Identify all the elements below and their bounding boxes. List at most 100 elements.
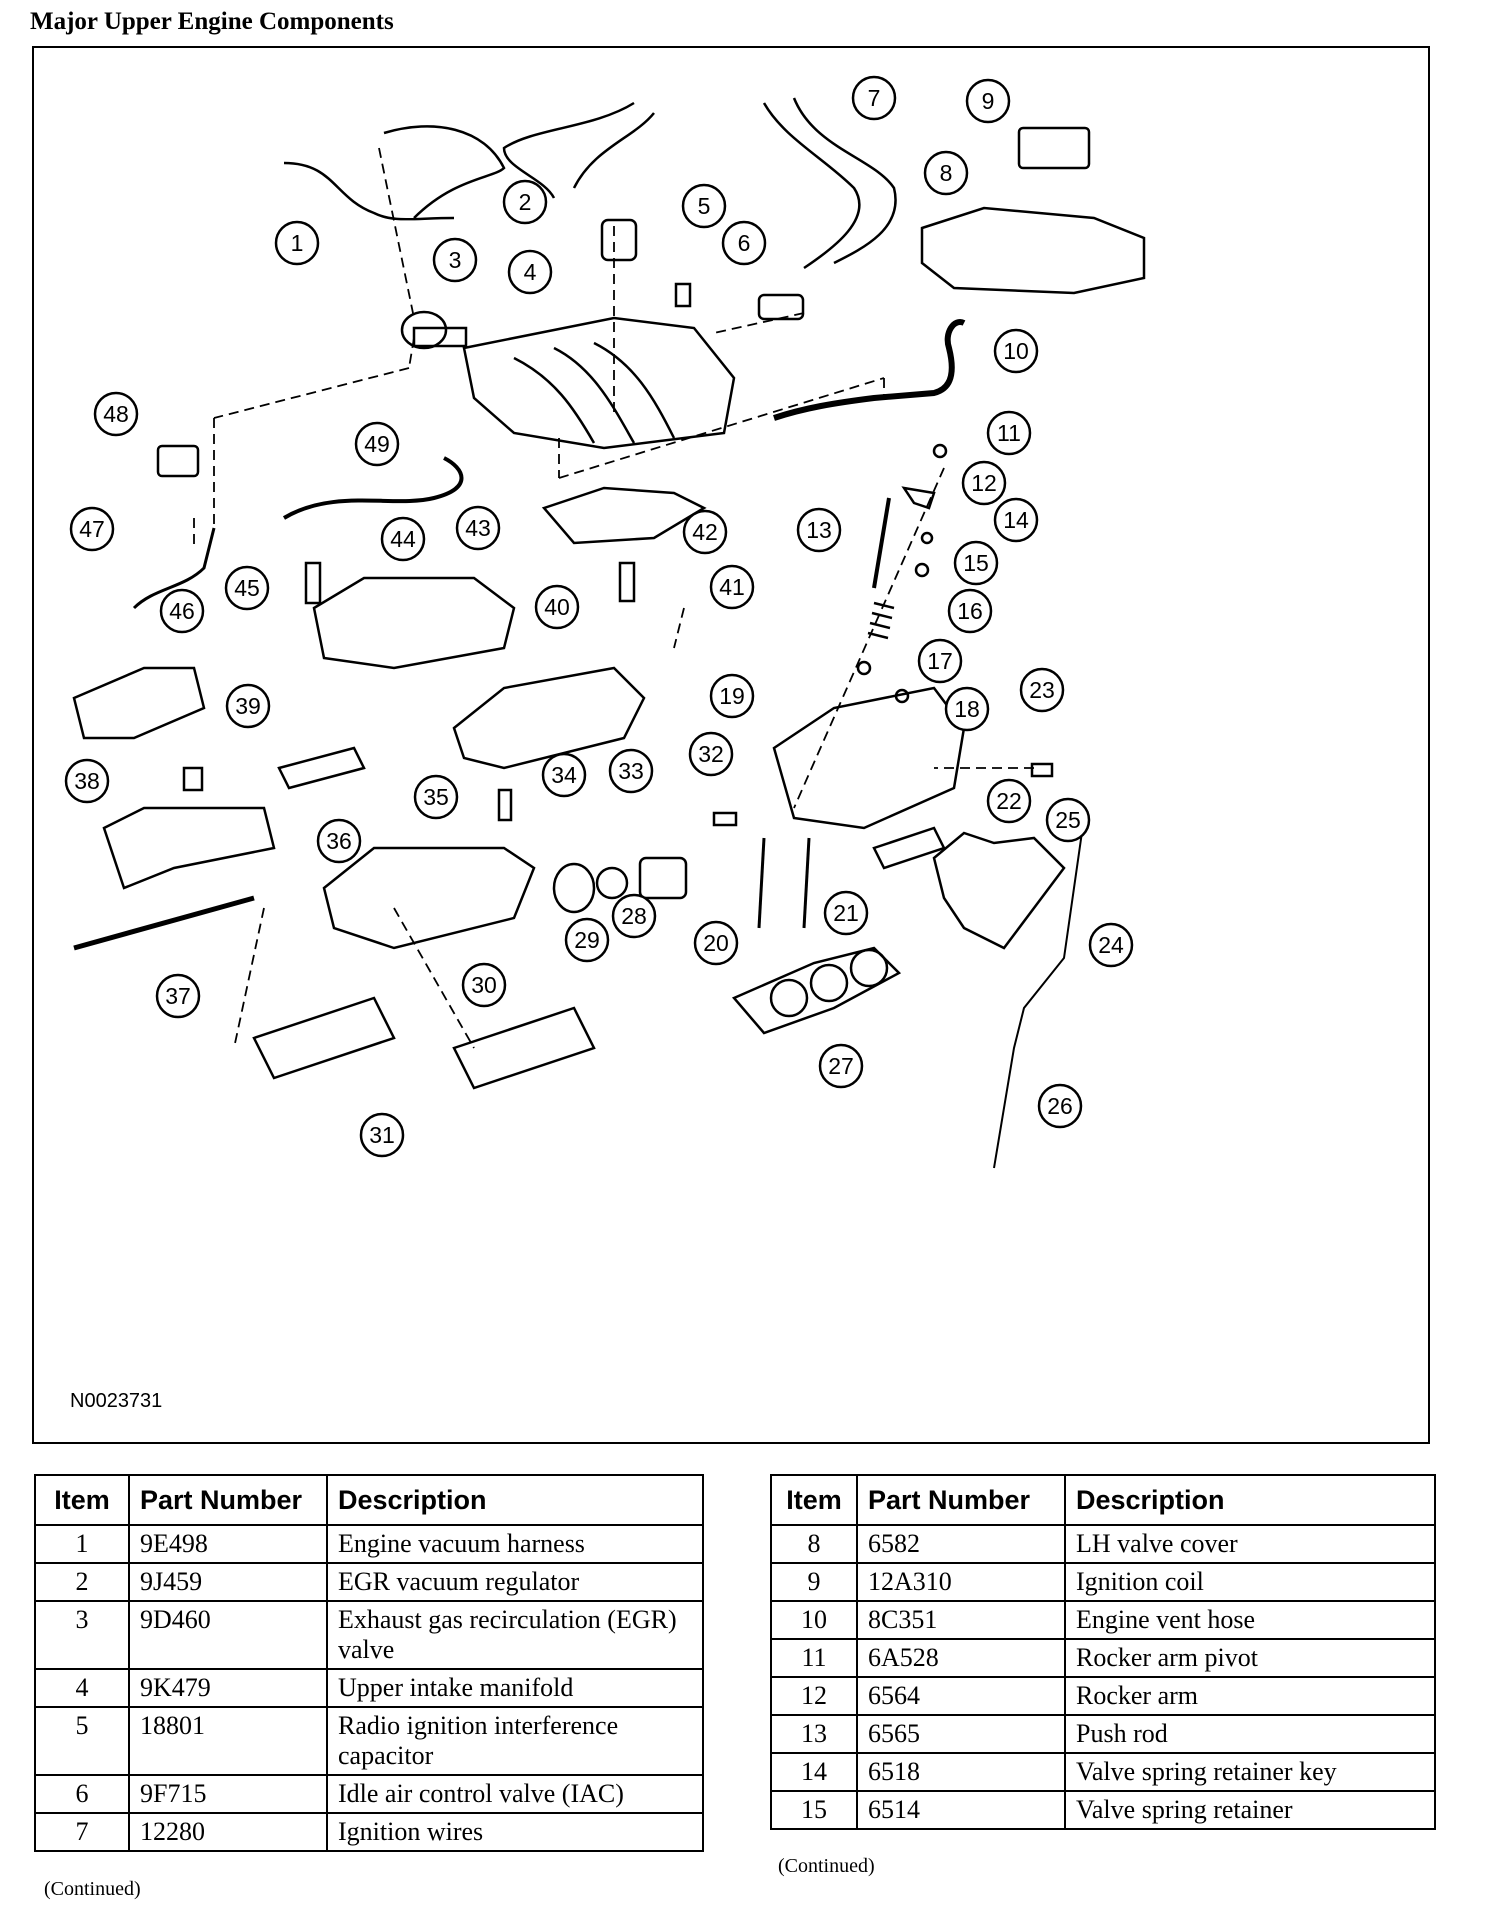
callout-circle — [159, 588, 205, 634]
callout-19: 19 — [709, 673, 755, 719]
callout-circle — [682, 509, 728, 555]
vacuum-hose-shape — [132, 527, 216, 610]
callout-number: 24 — [1098, 932, 1124, 958]
lh-exhaust-gasket-shape — [277, 746, 366, 790]
callout-circle — [709, 673, 755, 719]
callout-number: 13 — [806, 517, 832, 543]
callout-number: 5 — [698, 193, 711, 219]
callout-number: 47 — [79, 516, 105, 542]
callout-39: 39 — [225, 683, 271, 729]
callout-47: 47 — [69, 506, 115, 552]
pcv-hose-shape — [282, 456, 464, 520]
callout-number: 35 — [423, 784, 449, 810]
description-cell: Upper intake manifold — [326, 1668, 704, 1708]
description-cell: Radio ignition interference capacitor — [326, 1706, 704, 1776]
part-number-cell: 6A528 — [856, 1638, 1066, 1678]
callout-circle — [461, 962, 507, 1008]
callout-number: 11 — [997, 420, 1021, 446]
callout-33: 33 — [608, 748, 654, 794]
description-cell: Exhaust gas recirculation (EGR) valve — [326, 1600, 704, 1670]
callout-16: 16 — [947, 588, 993, 634]
callout-number: 22 — [996, 788, 1022, 814]
callout-circle — [944, 686, 990, 732]
egr-valve-shape — [400, 310, 448, 350]
callout-number: 18 — [954, 696, 980, 722]
thermostat-shape — [595, 866, 629, 900]
part-number-cell: 12A310 — [856, 1562, 1066, 1602]
callout-38: 38 — [64, 758, 110, 804]
vacuum-harness-shape — [283, 125, 506, 221]
callout-circle — [993, 497, 1039, 543]
callout-circle — [455, 505, 501, 551]
item-cell: 3 — [34, 1600, 130, 1670]
callout-number: 37 — [165, 983, 191, 1009]
callout-15: 15 — [953, 540, 999, 586]
callout-number: 8 — [940, 160, 953, 186]
callout-8: 8 — [923, 150, 969, 196]
callout-number: 48 — [103, 401, 129, 427]
callout-3: 3 — [432, 237, 478, 283]
callout-14: 14 — [993, 497, 1039, 543]
description-cell: Valve spring retainer — [1064, 1790, 1436, 1830]
part-number-cell: 9D460 — [128, 1600, 328, 1670]
callout-40: 40 — [534, 584, 580, 630]
callout-2: 2 — [502, 179, 548, 225]
fuel-rail-shape — [541, 486, 707, 545]
engine-vent-hose-shape — [773, 319, 966, 421]
upper-intake-manifold-shape — [462, 316, 736, 450]
oil-filler-cap-shape — [1030, 762, 1054, 778]
callout-circle — [534, 584, 580, 630]
callout-circle — [818, 1043, 864, 1089]
callout-number: 3 — [449, 247, 462, 273]
callout-circle — [316, 818, 362, 864]
callout-circle — [1019, 667, 1065, 713]
rh-exhaust-gasket-shape — [872, 826, 946, 870]
table-header-row: Item Part Number Description — [34, 1474, 704, 1526]
callout-number: 34 — [551, 762, 577, 788]
callout-number: 12 — [971, 470, 997, 496]
callout-number: 26 — [1047, 1093, 1073, 1119]
item-cell: 2 — [34, 1562, 130, 1602]
callout-circle — [413, 774, 459, 820]
item-cell: 14 — [770, 1752, 858, 1792]
egr-regulator-shape — [600, 218, 638, 262]
description-cell: Valve spring retainer key — [1064, 1752, 1436, 1792]
callout-1: 1 — [274, 220, 320, 266]
item-cell: 11 — [770, 1638, 858, 1678]
callout-number: 29 — [574, 927, 600, 953]
description-cell: Engine vacuum harness — [326, 1524, 704, 1564]
callout-circle — [993, 328, 1039, 374]
ignition-wires-shape — [502, 97, 897, 270]
oil-dipstick-shape — [993, 817, 1085, 1169]
callout-48: 48 — [93, 391, 139, 437]
callout-number: 33 — [618, 758, 644, 784]
callout-37: 37 — [155, 973, 201, 1019]
callout-circle — [709, 564, 755, 610]
part-number-cell: 6582 — [856, 1524, 1066, 1564]
temp-sender-shape — [712, 811, 738, 827]
callout-circle — [380, 516, 426, 562]
callout-27: 27 — [818, 1043, 864, 1089]
callout-44: 44 — [380, 516, 426, 562]
callout-31: 31 — [359, 1112, 405, 1158]
callout-circle — [502, 179, 548, 225]
description-cell: LH valve cover — [1064, 1524, 1436, 1564]
callout-number: 17 — [927, 648, 953, 674]
callout-circle — [965, 78, 1011, 124]
rh-exhaust-manifold-shape — [932, 831, 1066, 950]
callout-circle — [986, 778, 1032, 824]
callout-7: 7 — [851, 75, 897, 121]
item-cell: 5 — [34, 1706, 130, 1776]
callout-12: 12 — [961, 460, 1007, 506]
rocker-arm-shape — [901, 486, 936, 510]
callout-circle — [359, 1112, 405, 1158]
callout-number: 23 — [1029, 677, 1055, 703]
callout-circle — [507, 249, 553, 295]
callout-number: 46 — [169, 598, 195, 624]
